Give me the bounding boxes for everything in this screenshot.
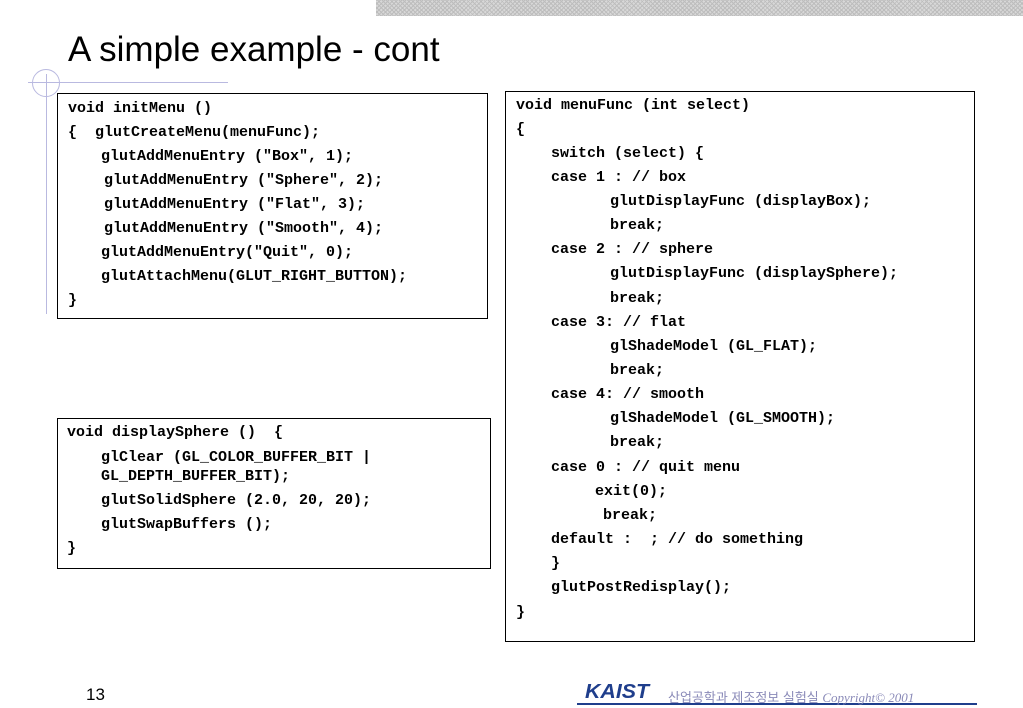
- code-line: break;: [603, 507, 658, 524]
- code-box-init-menu: void initMenu () { glutCreateMenu(menuFu…: [57, 93, 488, 319]
- code-line: glutAttachMenu(GLUT_RIGHT_BUTTON);: [101, 268, 408, 285]
- footer-rule: [577, 703, 977, 705]
- code-line: glShadeModel (GL_SMOOTH);: [610, 410, 836, 427]
- lab-name: 산업공학과 제조정보 실험실: [668, 690, 819, 705]
- page-number: 13: [86, 685, 105, 704]
- code-line: glutPostRedisplay();: [551, 579, 732, 596]
- code-box-menu-func: void menuFunc (int select) { switch (sel…: [505, 91, 975, 642]
- header-pattern-strip: [376, 0, 1023, 16]
- code-line: glutAddMenuEntry ("Sphere", 2);: [104, 172, 384, 189]
- code-line: void displaySphere () {: [67, 424, 284, 441]
- code-line: {: [516, 121, 526, 138]
- code-line: }: [516, 604, 526, 621]
- code-line: glClear (GL_COLOR_BUFFER_BIT |: [101, 449, 372, 466]
- code-line: }: [551, 555, 561, 572]
- code-line: glutDisplayFunc (displayBox);: [610, 193, 872, 210]
- code-line: exit(0);: [595, 483, 668, 500]
- code-line: case 0 : // quit menu: [551, 459, 741, 476]
- code-line: GL_DEPTH_BUFFER_BIT);: [101, 468, 291, 485]
- code-line: glutSolidSphere (2.0, 20, 20);: [101, 492, 372, 509]
- footer-text: 산업공학과 제조정보 실험실 Copyright© 2001: [668, 687, 914, 706]
- code-line: glutAddMenuEntry ("Smooth", 4);: [104, 220, 384, 237]
- code-line: break;: [610, 290, 665, 307]
- code-line: void initMenu (): [68, 100, 213, 117]
- code-line: case 4: // smooth: [551, 386, 705, 403]
- code-line: glutSwapBuffers ();: [101, 516, 273, 533]
- code-line: { glutCreateMenu(menuFunc);: [68, 124, 321, 141]
- code-line: break;: [610, 362, 665, 379]
- copyright-text: Copyright© 2001: [822, 690, 915, 705]
- code-line: case 1 : // box: [551, 169, 687, 186]
- code-line: break;: [610, 217, 665, 234]
- code-line: break;: [610, 434, 665, 451]
- decoration-line-horizontal: [28, 82, 228, 83]
- code-line: glutDisplayFunc (displaySphere);: [610, 265, 899, 282]
- code-line: glutAddMenuEntry ("Box", 1);: [101, 148, 354, 165]
- code-line: glutAddMenuEntry("Quit", 0);: [101, 244, 354, 261]
- code-line: }: [67, 540, 77, 557]
- kaist-logo: KAIST: [585, 681, 651, 702]
- code-line: case 2 : // sphere: [551, 241, 714, 258]
- code-line: glutAddMenuEntry ("Flat", 3);: [104, 196, 366, 213]
- code-line: switch (select) {: [551, 145, 705, 162]
- decoration-circle: [32, 69, 60, 97]
- code-line: case 3: // flat: [551, 314, 687, 331]
- code-box-display-sphere: void displaySphere () { glClear (GL_COLO…: [57, 418, 491, 569]
- code-line: void menuFunc (int select): [516, 97, 751, 114]
- code-line: }: [68, 292, 78, 309]
- kaist-logo-text: KAIST: [585, 681, 651, 702]
- code-line: glShadeModel (GL_FLAT);: [610, 338, 818, 355]
- code-line: default : ; // do something: [551, 531, 804, 548]
- slide-title: A simple example - cont: [68, 30, 440, 69]
- decoration-line-vertical: [46, 74, 47, 314]
